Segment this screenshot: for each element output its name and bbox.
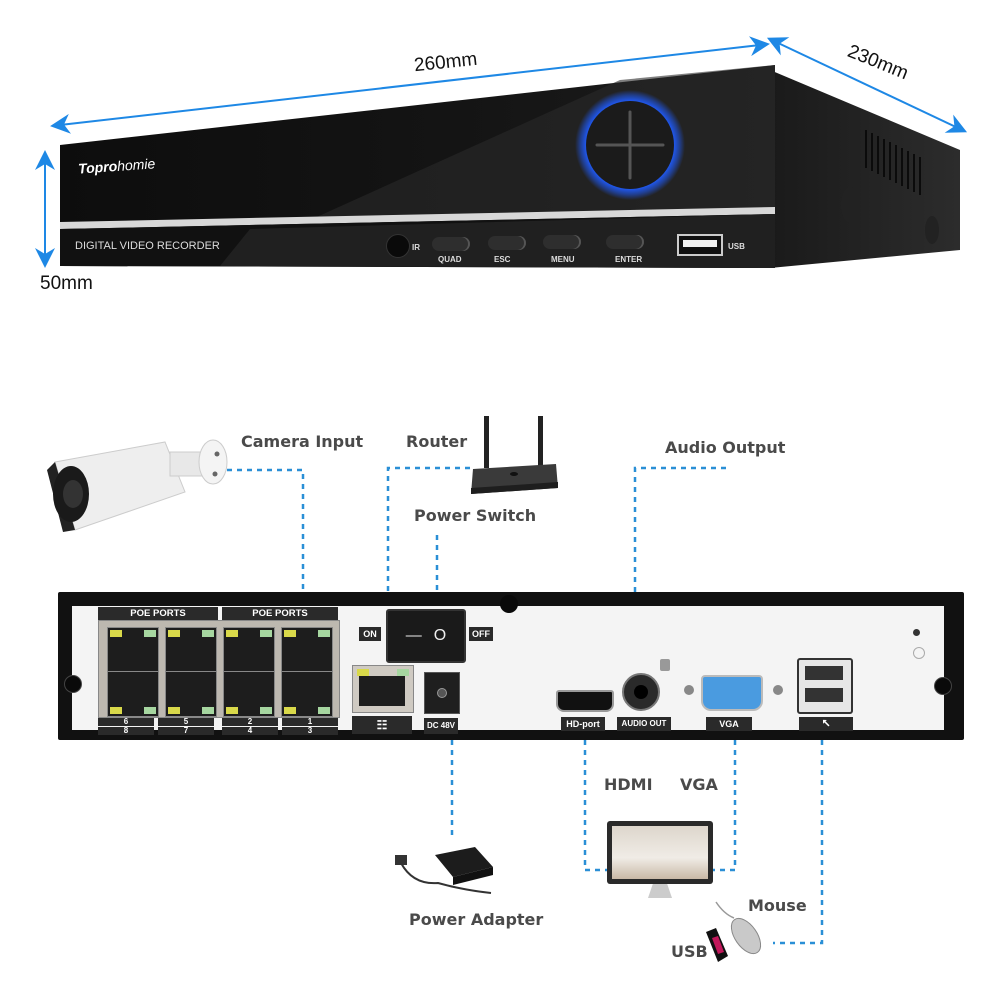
lan-port[interactable]: [352, 665, 414, 713]
right-mount-screw-icon: [934, 677, 952, 695]
hdmi-port[interactable]: [556, 690, 614, 712]
ir-sensor-icon: [386, 234, 410, 258]
top-screw-icon: [500, 595, 518, 613]
poe-port-3[interactable]: [281, 671, 333, 717]
vga-screw-right-icon: [773, 685, 783, 695]
vga-line: [712, 740, 737, 872]
hdmi-port-label: HD-port: [561, 717, 605, 731]
poe-port-2[interactable]: [223, 627, 275, 673]
rear-usb-ports[interactable]: [797, 658, 853, 714]
usb-symbol-icon: ⭦: [799, 717, 853, 731]
switch-on-label: ON: [359, 627, 381, 641]
port-number: 6: [98, 718, 154, 726]
port-number: 2: [222, 718, 278, 726]
depth-arrow: [766, 37, 968, 133]
esc-button[interactable]: [488, 236, 526, 250]
audio-output-label: Audio Output: [665, 438, 786, 457]
dc-label: DC 48V: [424, 718, 458, 734]
port-number: 4: [222, 727, 278, 735]
bullet-camera-icon: [47, 439, 228, 532]
enter-button[interactable]: [606, 235, 644, 249]
poe-port-6[interactable]: [107, 627, 159, 673]
vga-port[interactable]: [701, 675, 763, 711]
poe-port-1[interactable]: [281, 627, 333, 673]
switch-on-symbol: —: [405, 627, 422, 644]
camera-line: [217, 468, 305, 598]
side-vents: [865, 130, 921, 195]
model-text: DIGITAL VIDEO RECORDER: [75, 240, 220, 252]
power-adapter-icon: [395, 847, 493, 894]
poe-header-right: POE PORTS: [222, 607, 338, 621]
vga-port-label: VGA: [706, 717, 752, 731]
menu-label: MENU: [551, 255, 575, 264]
front-silver-strip: [60, 207, 775, 229]
dc-power-jack[interactable]: [424, 672, 460, 714]
router-icon: [471, 416, 558, 494]
monitor-stand: [648, 884, 672, 898]
audio-out-label: AUDIO OUT: [617, 717, 671, 731]
router-label: Router: [406, 432, 468, 451]
switch-off-symbol: O: [433, 627, 447, 644]
power-rocker-switch[interactable]: — O: [386, 609, 466, 663]
power-switch-label: Power Switch: [414, 506, 537, 525]
front-usb-port[interactable]: [677, 234, 723, 256]
poe-port-block: [98, 620, 340, 718]
poe-header-left: POE PORTS: [98, 607, 218, 621]
poe-port-7[interactable]: [165, 671, 217, 717]
port-number: 1: [282, 718, 338, 726]
router-line: [386, 466, 470, 598]
mouse-label: Mouse: [748, 896, 807, 915]
port-number: 3: [282, 727, 338, 735]
audio-line: [633, 466, 726, 598]
power-adapter-label: Power Adapter: [409, 910, 544, 929]
vga-screw-left-icon: [684, 685, 694, 695]
grounding-screw-icon: [660, 659, 670, 671]
front-usb-label: USB: [728, 242, 745, 251]
height-label: 50mm: [40, 273, 93, 294]
hdmi-line: [583, 740, 610, 872]
poe-port-4[interactable]: [223, 671, 275, 717]
esc-label: ESC: [494, 255, 511, 264]
usb-mouse-line: [773, 740, 824, 945]
left-mount-screw-icon: [64, 675, 82, 693]
monitor-screen: [612, 826, 708, 879]
poe-port-5[interactable]: [165, 627, 217, 673]
ir-label: IR: [412, 243, 420, 252]
port-number: 7: [158, 727, 214, 735]
port-number: 5: [158, 718, 214, 726]
network-icon: ☷: [352, 716, 412, 734]
monitor-icon: [607, 821, 713, 884]
enter-label: ENTER: [615, 255, 643, 264]
usb-stick-icon: [706, 928, 728, 962]
usb-label: USB: [671, 942, 708, 961]
camera-input-label: Camera Input: [241, 432, 364, 451]
quad-button[interactable]: [432, 237, 470, 251]
port-number: 8: [98, 727, 154, 735]
poe-port-8[interactable]: [107, 671, 159, 717]
vga-label: VGA: [680, 775, 718, 794]
mouse-icon: [715, 901, 762, 955]
quad-label: QUAD: [438, 255, 462, 264]
switch-off-label: OFF: [469, 627, 493, 641]
menu-button[interactable]: [543, 235, 581, 249]
width-arrow: [50, 36, 770, 134]
hdmi-label: HDMI: [604, 775, 653, 794]
audio-out-jack[interactable]: [622, 673, 660, 711]
indicator-dot: [913, 629, 920, 636]
ground-icon: [913, 647, 925, 659]
